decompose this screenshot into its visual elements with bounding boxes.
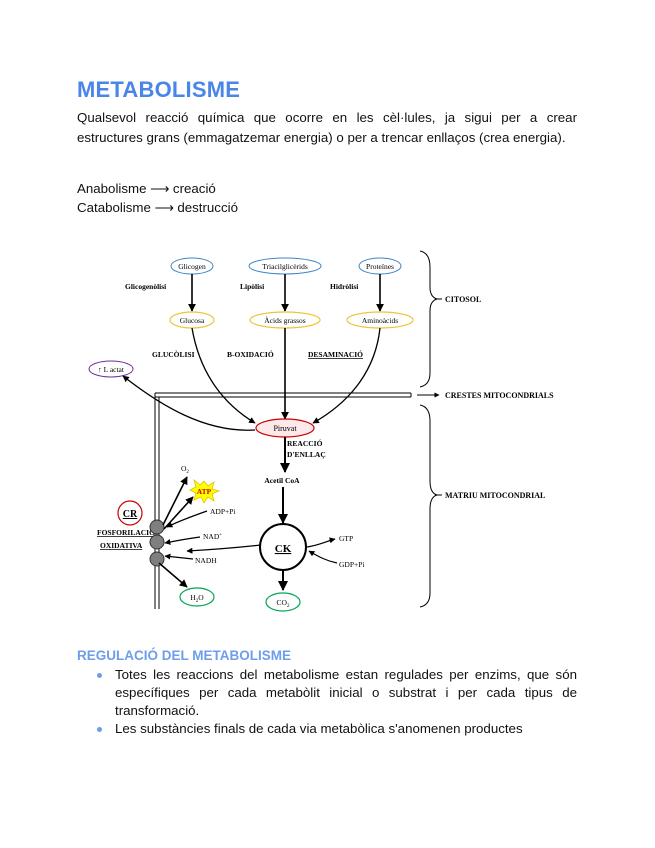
co2-label: CO2 xyxy=(277,598,290,609)
acids-grassos-label: Àcids grassos xyxy=(264,315,306,325)
piruvat-label: Piruvat xyxy=(273,424,297,433)
h2o-oval xyxy=(179,587,215,607)
nadh-label: NADH xyxy=(195,556,217,565)
oxidativa-label: OXIDATIVA xyxy=(100,541,143,550)
bullet-list: Totes les reaccions del metabolisme esta… xyxy=(95,666,577,738)
reaccio-label: REACCIÓ xyxy=(287,438,323,448)
matriu-brace xyxy=(419,404,439,608)
list-item: Les substàncies finals de cada via metab… xyxy=(95,720,577,738)
glicogenolisi-label: Glicogenòlisi xyxy=(125,282,166,291)
enllac-label: D'ENLLAÇ xyxy=(287,450,326,459)
section-heading: REGULACIÓ DEL METABOLISME xyxy=(77,648,292,663)
crestes-label: CRESTES MITOCONDRIALS xyxy=(445,391,554,400)
catabolisme-line: Catabolisme ⟶ destrucció xyxy=(77,200,238,215)
b-oxidacio-label: B-OXIDACIÓ xyxy=(227,349,274,359)
matriu-label: MATRIU MITOCONDRIAL xyxy=(445,491,545,500)
lactat-oval xyxy=(88,360,134,378)
nad-label: NAD+ xyxy=(203,532,222,541)
proteines-label: Proteïnes xyxy=(366,262,394,271)
hidrolisi-label: Hidròlisi xyxy=(330,282,358,291)
ck-label: CK xyxy=(275,543,292,555)
lactat-label: ↑ L actat xyxy=(98,365,125,374)
metabolism-diagram: Glicogen Triacilglicèrids Proteïnes Glic… xyxy=(88,250,554,612)
fosforilacio-label: FOSFORILACIÓ xyxy=(97,527,155,537)
triacilglicerids-label: Triacilglicèrids xyxy=(262,262,308,271)
citosol-brace xyxy=(419,250,439,388)
anabolisme-line: Anabolisme ⟶ creació xyxy=(77,181,216,196)
list-item: Totes les reaccions del metabolisme esta… xyxy=(95,666,577,720)
aminoacids-label: Aminoàcids xyxy=(362,316,398,325)
cr-label: CR xyxy=(123,509,138,520)
atp-label: ATP xyxy=(197,487,212,496)
cr-circle xyxy=(117,500,143,526)
glucosa-label: Glucosa xyxy=(180,316,205,325)
co2-oval xyxy=(265,592,301,612)
acetil-coa-label: Acetil CoA xyxy=(264,476,300,485)
desaminacio-label: DESAMINACIÓ xyxy=(308,349,363,359)
gtp-label: GTP xyxy=(339,534,353,543)
adp-label: ADP+Pi xyxy=(210,507,236,516)
glicogen-label: Glicogen xyxy=(178,262,206,271)
page-title: METABOLISME xyxy=(77,77,241,102)
intro-paragraph: Qualsevol reacció química que ocorre en … xyxy=(77,110,577,145)
o2-label: O2 xyxy=(181,464,189,475)
citosol-label: CITOSOL xyxy=(445,295,481,304)
lipolisi-label: Lipòlisi xyxy=(240,282,264,291)
atp-burst xyxy=(189,478,221,504)
glucolisi-label: GLUCÒLISI xyxy=(152,349,195,359)
gdp-label: GDP+Pi xyxy=(339,560,365,569)
h2o-label: H2O xyxy=(190,593,204,604)
